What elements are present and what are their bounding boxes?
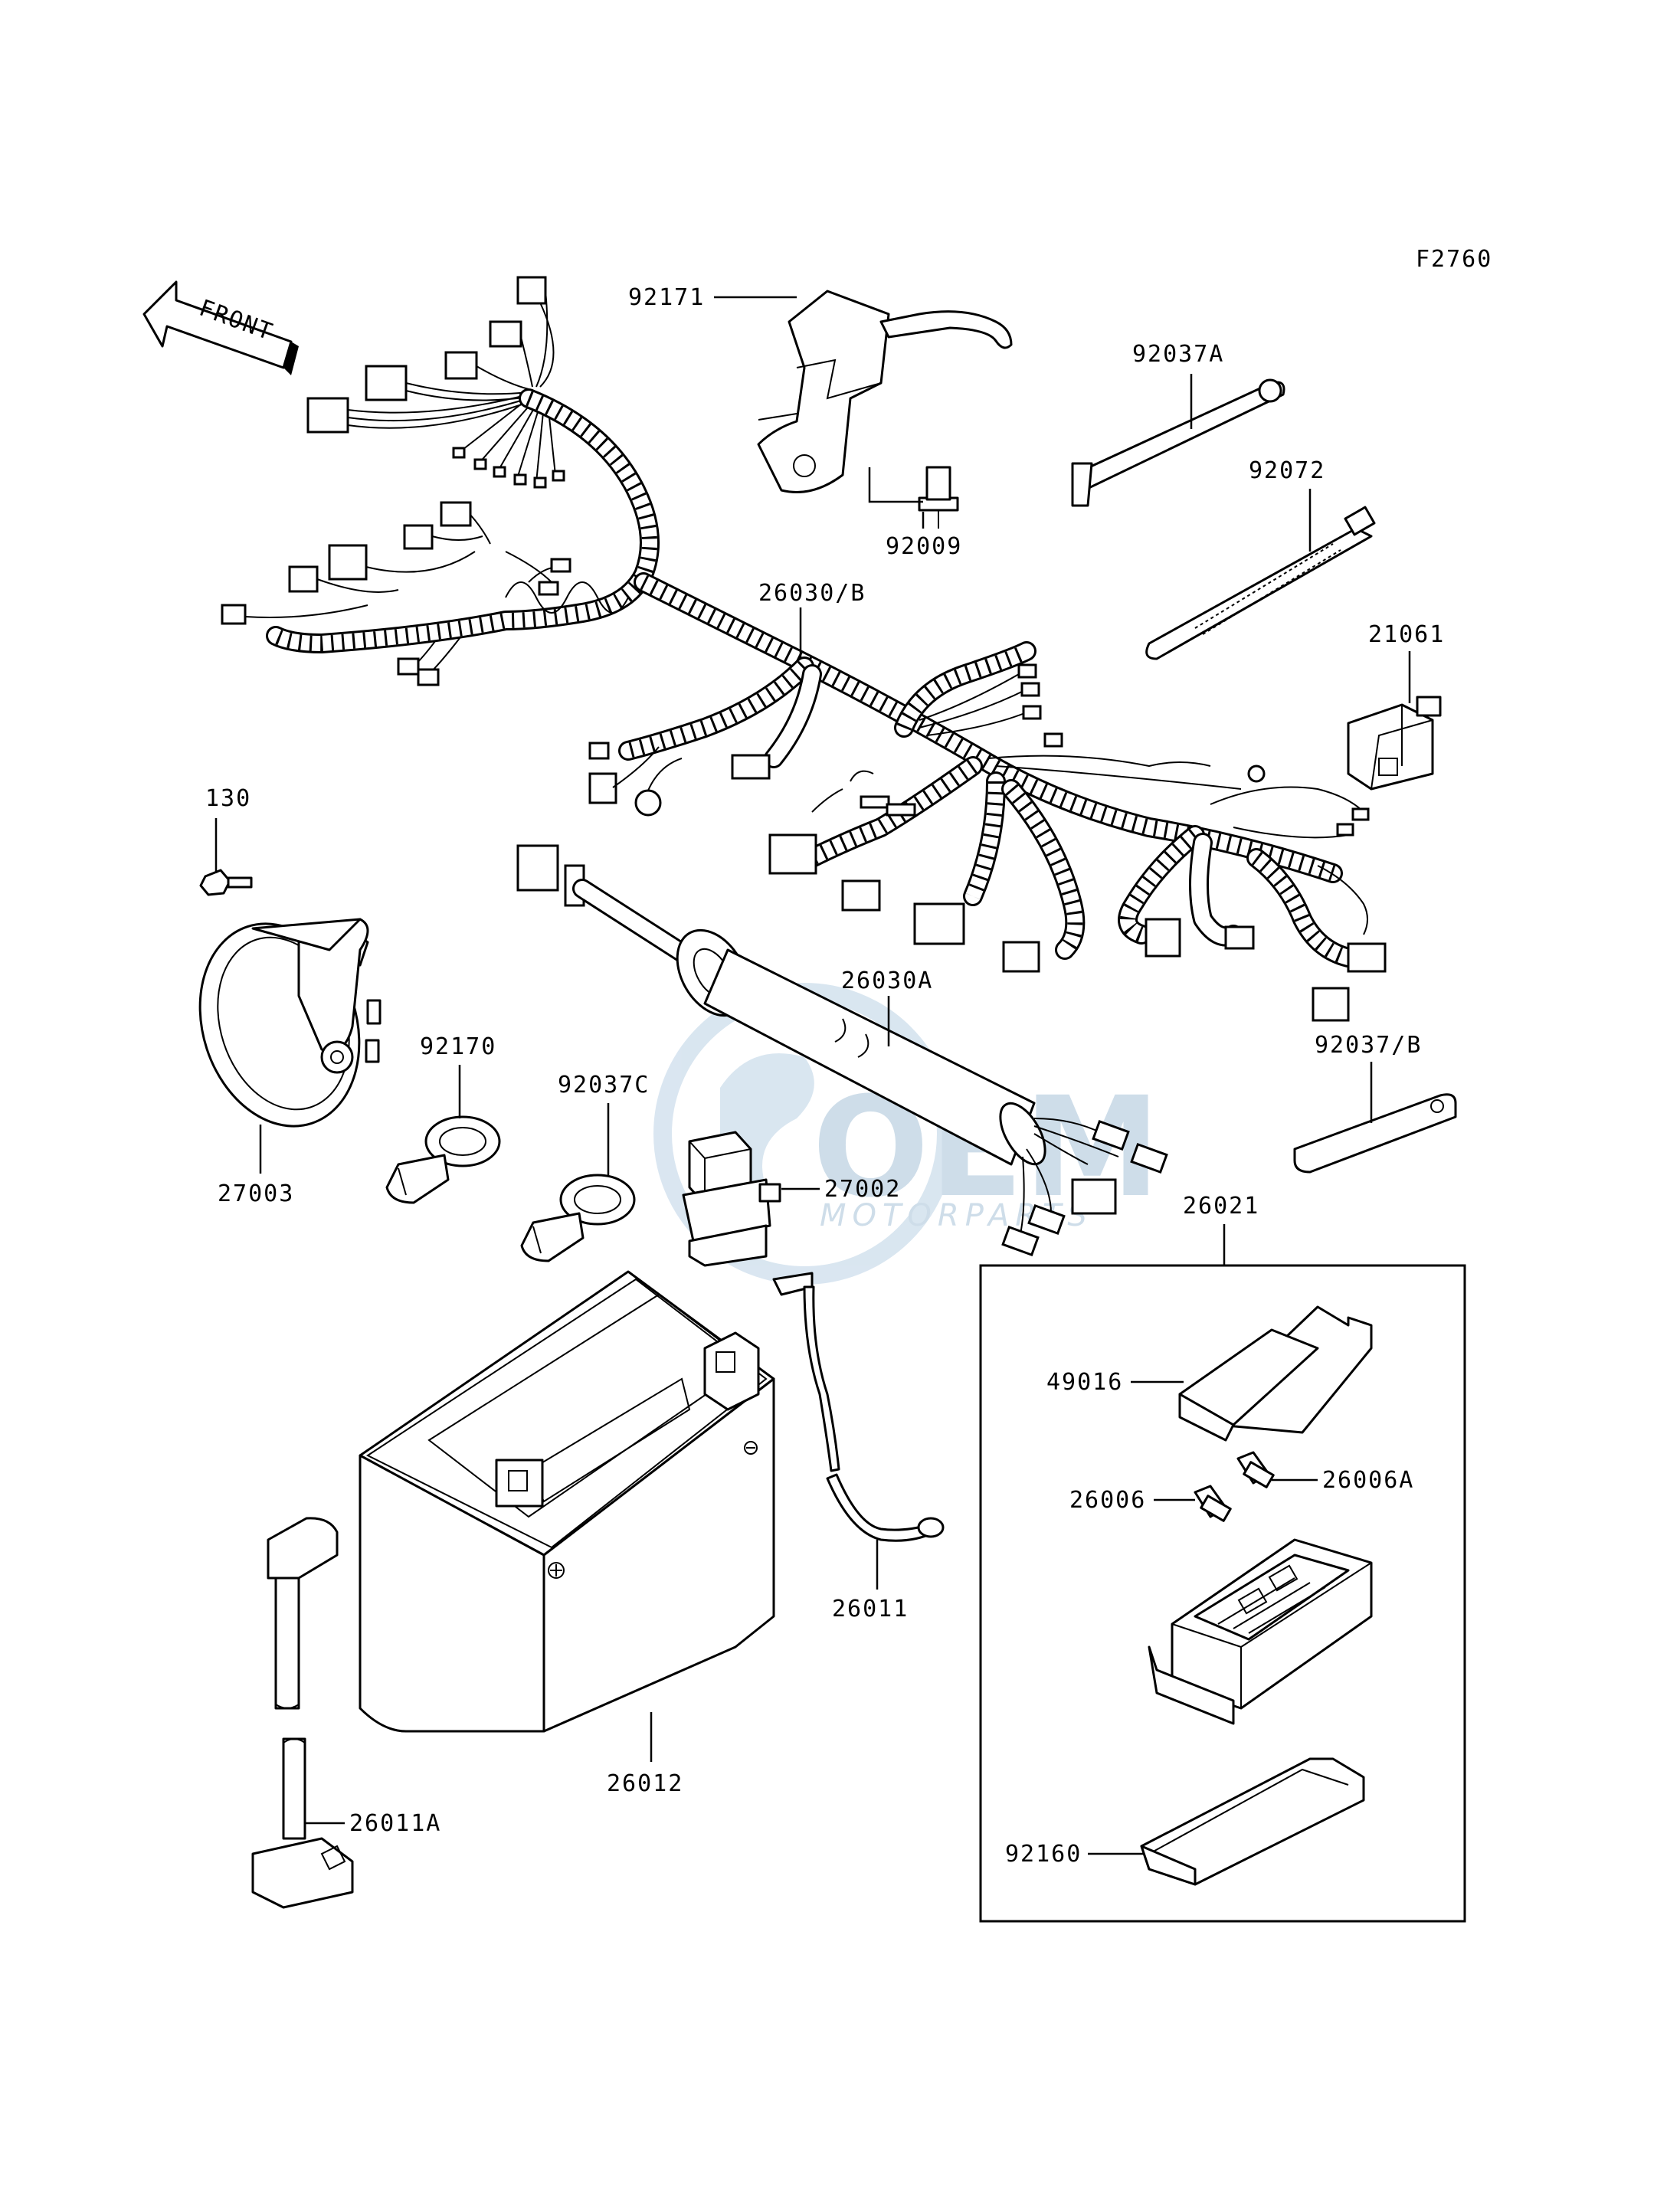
label-92037c: 92037C: [558, 1072, 650, 1098]
strap-92037a: [1071, 378, 1285, 507]
leader-92009-a: [868, 467, 923, 503]
label-49016: 49016: [1046, 1369, 1123, 1396]
clamp-92170: [385, 1115, 501, 1204]
tray-92160: [1140, 1757, 1365, 1886]
bolt-130: [199, 818, 253, 896]
cap-21061: [1347, 696, 1442, 791]
fuse-26006a: [1236, 1451, 1275, 1488]
label-92037a: 92037A: [1132, 341, 1224, 368]
fuse-box-body: [1148, 1538, 1373, 1725]
label-27002: 27002: [824, 1176, 901, 1203]
label-92072: 92072: [1249, 457, 1325, 484]
label-27003: 27003: [218, 1180, 294, 1207]
sub-harness-26030a: [516, 844, 1168, 1257]
pad-92037b: [1293, 1093, 1457, 1174]
label-26021: 26021: [1183, 1193, 1259, 1220]
band-92072: [1145, 506, 1376, 660]
label-26011: 26011: [832, 1596, 909, 1622]
label-92009: 92009: [886, 533, 962, 560]
cable-26011a: [251, 1517, 354, 1909]
cover-49016: [1178, 1305, 1373, 1442]
label-130: 130: [205, 785, 251, 812]
front-arrow-icon: FRONT: [142, 280, 299, 375]
label-26006a: 26006A: [1322, 1467, 1414, 1494]
figure-code: F2760: [1416, 246, 1492, 273]
label-26012: 26012: [607, 1770, 683, 1797]
horn-27003: [198, 918, 382, 1128]
label-26030b: 26030/B: [758, 580, 866, 607]
cable-26011: [772, 1272, 945, 1542]
label-92170: 92170: [420, 1033, 496, 1060]
harness-connectors-lower: [221, 501, 571, 686]
bracket-92171: [757, 290, 1013, 493]
harness-connectors-upper: [306, 276, 565, 489]
label-26006: 26006: [1069, 1487, 1146, 1514]
main-harness-26030b: [221, 276, 1387, 1022]
battery-26012: [359, 1270, 775, 1733]
label-92160: 92160: [1005, 1841, 1082, 1868]
fuse-box-group-frame: [979, 1264, 1466, 1923]
label-26030a: 26030A: [841, 968, 933, 994]
label-26011a: 26011A: [349, 1810, 441, 1837]
fuse-26006: [1194, 1485, 1232, 1522]
label-92171: 92171: [628, 284, 705, 311]
label-92037b: 92037/B: [1315, 1032, 1422, 1059]
label-21061: 21061: [1368, 621, 1445, 648]
bolt-92009: [918, 466, 959, 529]
relay-27002: [682, 1131, 781, 1267]
clamp-92037c: [520, 1174, 636, 1262]
